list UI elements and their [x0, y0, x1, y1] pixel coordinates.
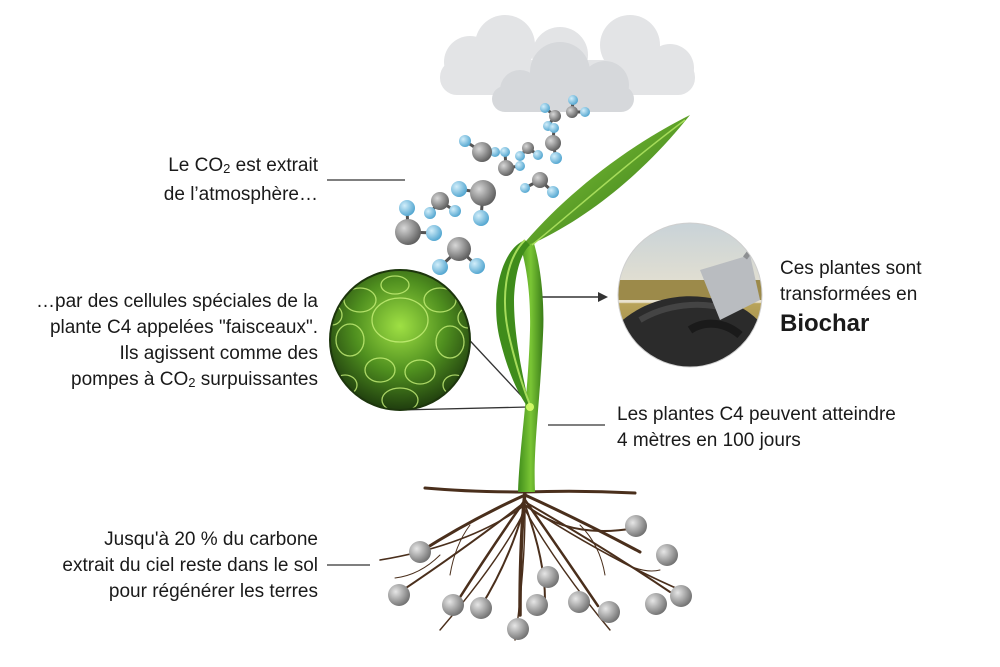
c4-plant — [496, 115, 690, 492]
leader-lines — [327, 179, 605, 566]
biochar-word: Biochar — [780, 310, 870, 337]
bundle-cells-image — [329, 269, 471, 411]
label-line: Le CO2 est extrait — [164, 153, 318, 182]
label-co2-extraction: Le CO2 est extrait de l’atmosphère… — [164, 153, 318, 208]
label-line: extrait du ciel reste dans le sol — [62, 555, 318, 576]
label-bundle-cells: …par des cellules spéciales de la plante… — [36, 289, 318, 396]
label-line: Les plantes C4 peuvent atteindre — [617, 404, 896, 425]
soil-carbon-balls — [388, 515, 692, 640]
biochar-image — [617, 222, 763, 368]
label-line: pompes à CO2 surpuissantes — [36, 367, 318, 396]
cloud-icon — [492, 42, 634, 112]
label-line: de l’atmosphère… — [163, 184, 318, 205]
label-line: Ces plantes sont — [780, 258, 922, 279]
text-segment: surpuissantes — [195, 369, 318, 390]
subscript: 2 — [188, 375, 196, 390]
subscript: 2 — [223, 161, 231, 176]
text-segment: Le CO — [168, 155, 224, 176]
label-biochar: Ces plantes sont transformées en Biochar — [780, 256, 922, 340]
roots — [379, 486, 686, 641]
oxygen-atoms — [399, 95, 590, 275]
text-segment: pompes à CO — [71, 369, 189, 390]
label-line: Jusqu'à 20 % du carbone — [104, 529, 318, 550]
label-line: Ils agissent comme des — [119, 343, 318, 364]
label-line: transformées en — [780, 284, 918, 305]
text-segment: est extrait — [230, 155, 318, 176]
label-plant-height: Les plantes C4 peuvent atteindre 4 mètre… — [617, 402, 896, 454]
label-line: …par des cellules spéciales de la — [36, 291, 318, 312]
label-line: 4 mètres en 100 jours — [617, 430, 801, 451]
arrow-icon — [542, 292, 608, 302]
co2-molecules — [405, 99, 585, 269]
label-line: pour régénérer les terres — [108, 581, 318, 602]
label-soil-carbon: Jusqu'à 20 % du carbone extrait du ciel … — [62, 527, 318, 605]
carbon-atoms — [395, 106, 578, 261]
label-line: plante C4 appelées "faisceaux". — [49, 317, 318, 338]
